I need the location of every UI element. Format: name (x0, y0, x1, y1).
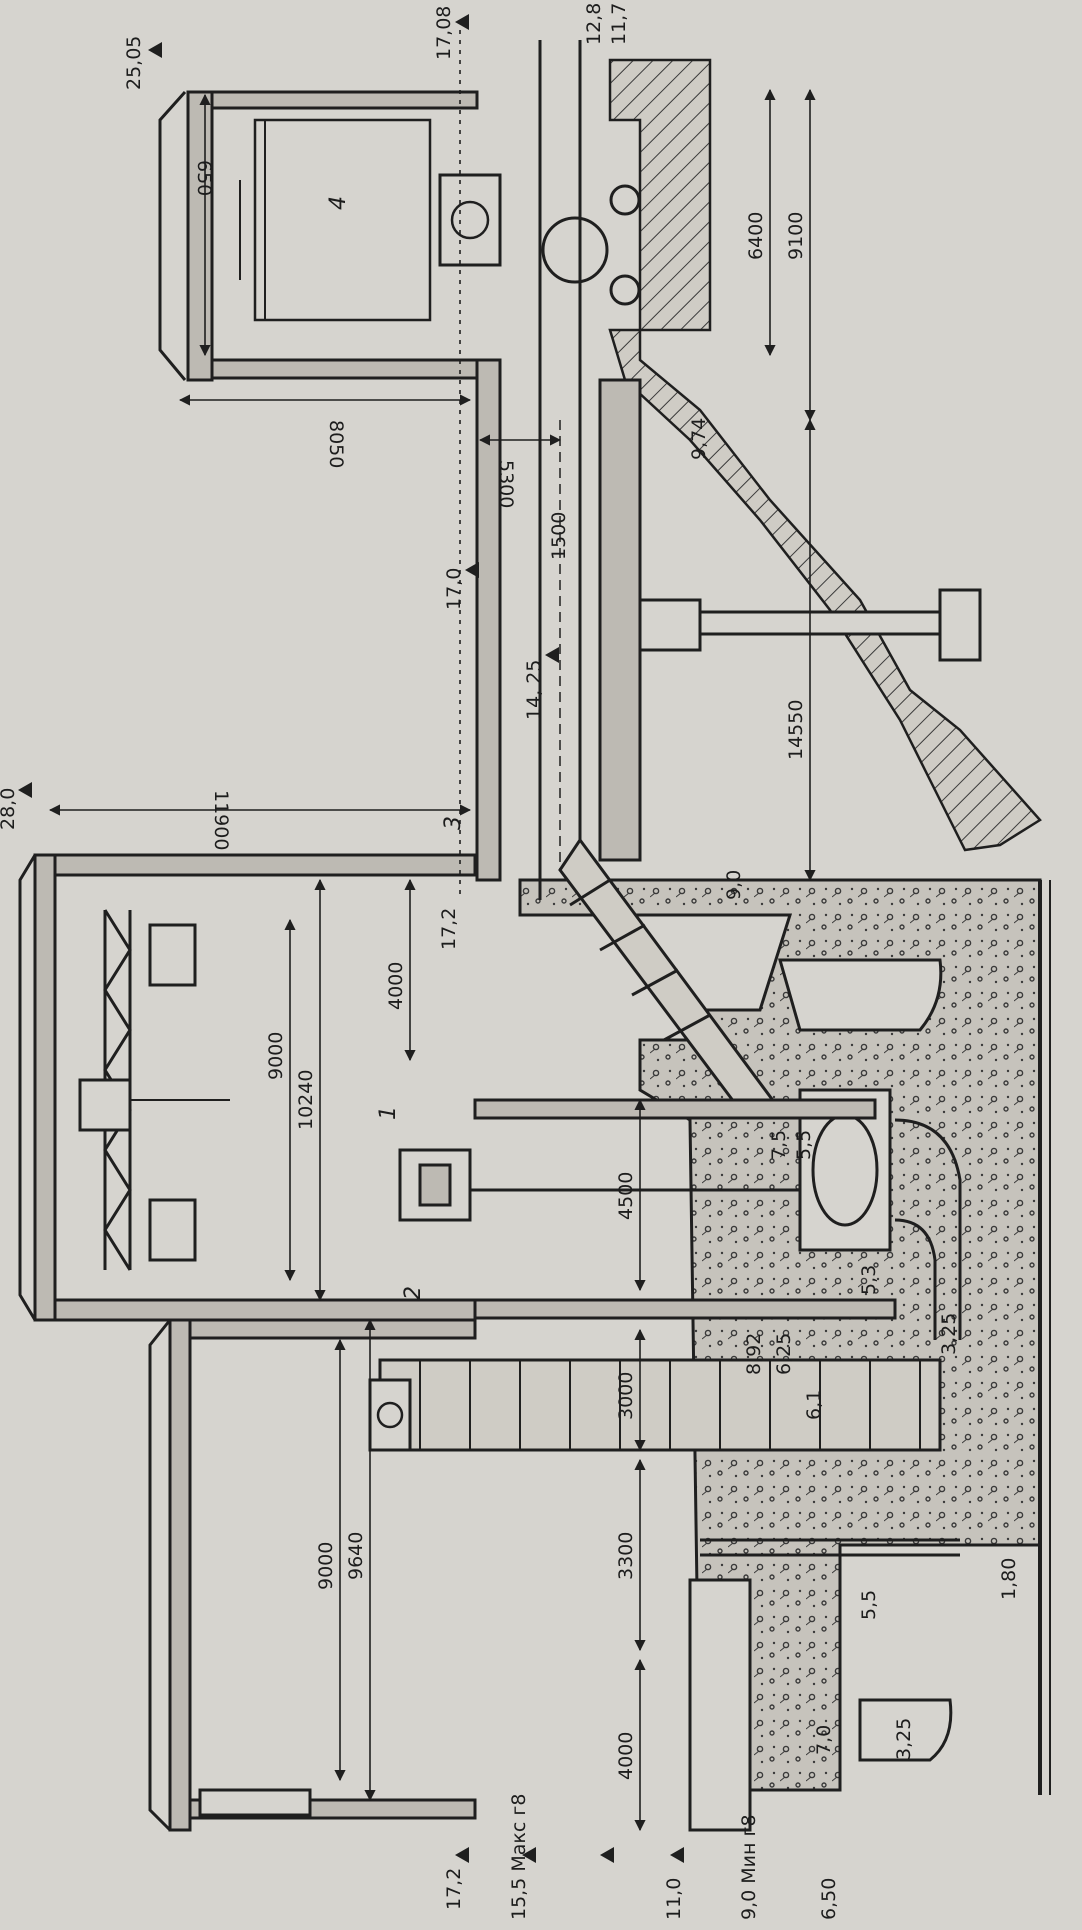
level-7-5: 7,5 (768, 1130, 790, 1160)
soil-strip-top (608, 58, 712, 332)
callout-3: 3 (441, 816, 466, 830)
dim-10240: 10240 (295, 1070, 317, 1130)
dim-650: 650 (193, 160, 215, 196)
dim-4500: 4500 (615, 1172, 637, 1220)
level-15-5-max: 15,5 Макс г8 (508, 1794, 530, 1920)
level-9-0-min: 9,0 Мин г8 (738, 1814, 760, 1920)
callout-4: 4 (326, 196, 351, 210)
level-17-2-a: 17,2 (438, 908, 460, 950)
level-6-25: 6,25 (773, 1333, 795, 1375)
gallery-arch-lower (858, 1698, 953, 1762)
pavilion-wall-bottom (210, 358, 479, 380)
main-hall-1: 1 (18, 853, 962, 1340)
main-roof (33, 853, 57, 1322)
travelling-screen (378, 1358, 942, 1452)
level-11-7: 11,7 (608, 3, 630, 45)
dim-1500: 1500 (548, 512, 570, 560)
dim-3000: 3000 (615, 1372, 637, 1420)
level-6-1: 6,1 (803, 1390, 825, 1420)
dimension-labels: 650 6400 9100 8050 5300 1500 14550 11900… (193, 160, 807, 1780)
level-14-25: 14, 25 (523, 660, 545, 720)
level-5-5-b: 5,5 (858, 1590, 880, 1620)
level-9-0: 9,0 (723, 870, 745, 900)
gallery-bottom-wall (598, 378, 642, 862)
pipe-gallery-3: 3 (441, 40, 982, 1112)
dim-9100: 9100 (785, 212, 807, 260)
dim-3300: 3300 (615, 1532, 637, 1580)
level-8-92: 8,92 (743, 1333, 765, 1375)
callout-2: 2 (401, 1286, 426, 1300)
dim-8050: 8050 (325, 420, 347, 468)
pavilion-wall-top (210, 90, 479, 110)
pipe-support (638, 598, 702, 652)
dim-5300: 5300 (495, 460, 517, 508)
level-7-0: 7,0 (813, 1725, 835, 1755)
level-markers (18, 14, 684, 1863)
dim-4000-a: 4000 (385, 962, 407, 1010)
valve-wheel (541, 216, 609, 284)
level-11-0: 11,0 (663, 1878, 685, 1920)
dim-9000-a: 9000 (265, 1032, 287, 1080)
level-1-80: 1,80 (998, 1558, 1020, 1600)
foundation-and-soil (518, 58, 1051, 1795)
level-17-08: 17,08 (433, 6, 455, 60)
dim-6400: 6400 (745, 212, 767, 260)
level-labels: 28,0 25,05 17,08 12,8 11,7 17,0 14, 25 9… (0, 3, 1020, 1920)
level-17-2-b: 17,2 (443, 1868, 465, 1910)
gallery-arch-upper (778, 958, 943, 1032)
pavilion-roof (186, 90, 214, 382)
callout-1: 1 (376, 1106, 401, 1120)
pavilion-inner-frame (253, 118, 432, 322)
level-6-50: 6,50 (818, 1878, 840, 1920)
level-17-0: 17,0 (443, 568, 465, 610)
level-5-3: 5,3 (858, 1265, 880, 1295)
gallery-top-wall (475, 358, 502, 882)
level-28-0: 28,0 (0, 788, 19, 830)
pavilion-4: 4 (158, 90, 641, 382)
dimension-lines (48, 20, 816, 1832)
level-9-74: 9,74 (688, 418, 710, 460)
dim-11900: 11900 (210, 790, 232, 850)
dim-14550: 14550 (785, 700, 807, 760)
level-3-25-a: 3,25 (938, 1313, 960, 1355)
dim-9640: 9640 (345, 1532, 367, 1580)
dim-9000-b: 9000 (315, 1542, 337, 1590)
level-3-25-b: 3,25 (893, 1718, 915, 1760)
level-25-05: 25,05 (123, 36, 145, 90)
dim-4000-b: 4000 (615, 1732, 637, 1780)
level-5-5-a: 5,5 (793, 1130, 815, 1160)
level-12-8: 12,8 (583, 3, 605, 45)
